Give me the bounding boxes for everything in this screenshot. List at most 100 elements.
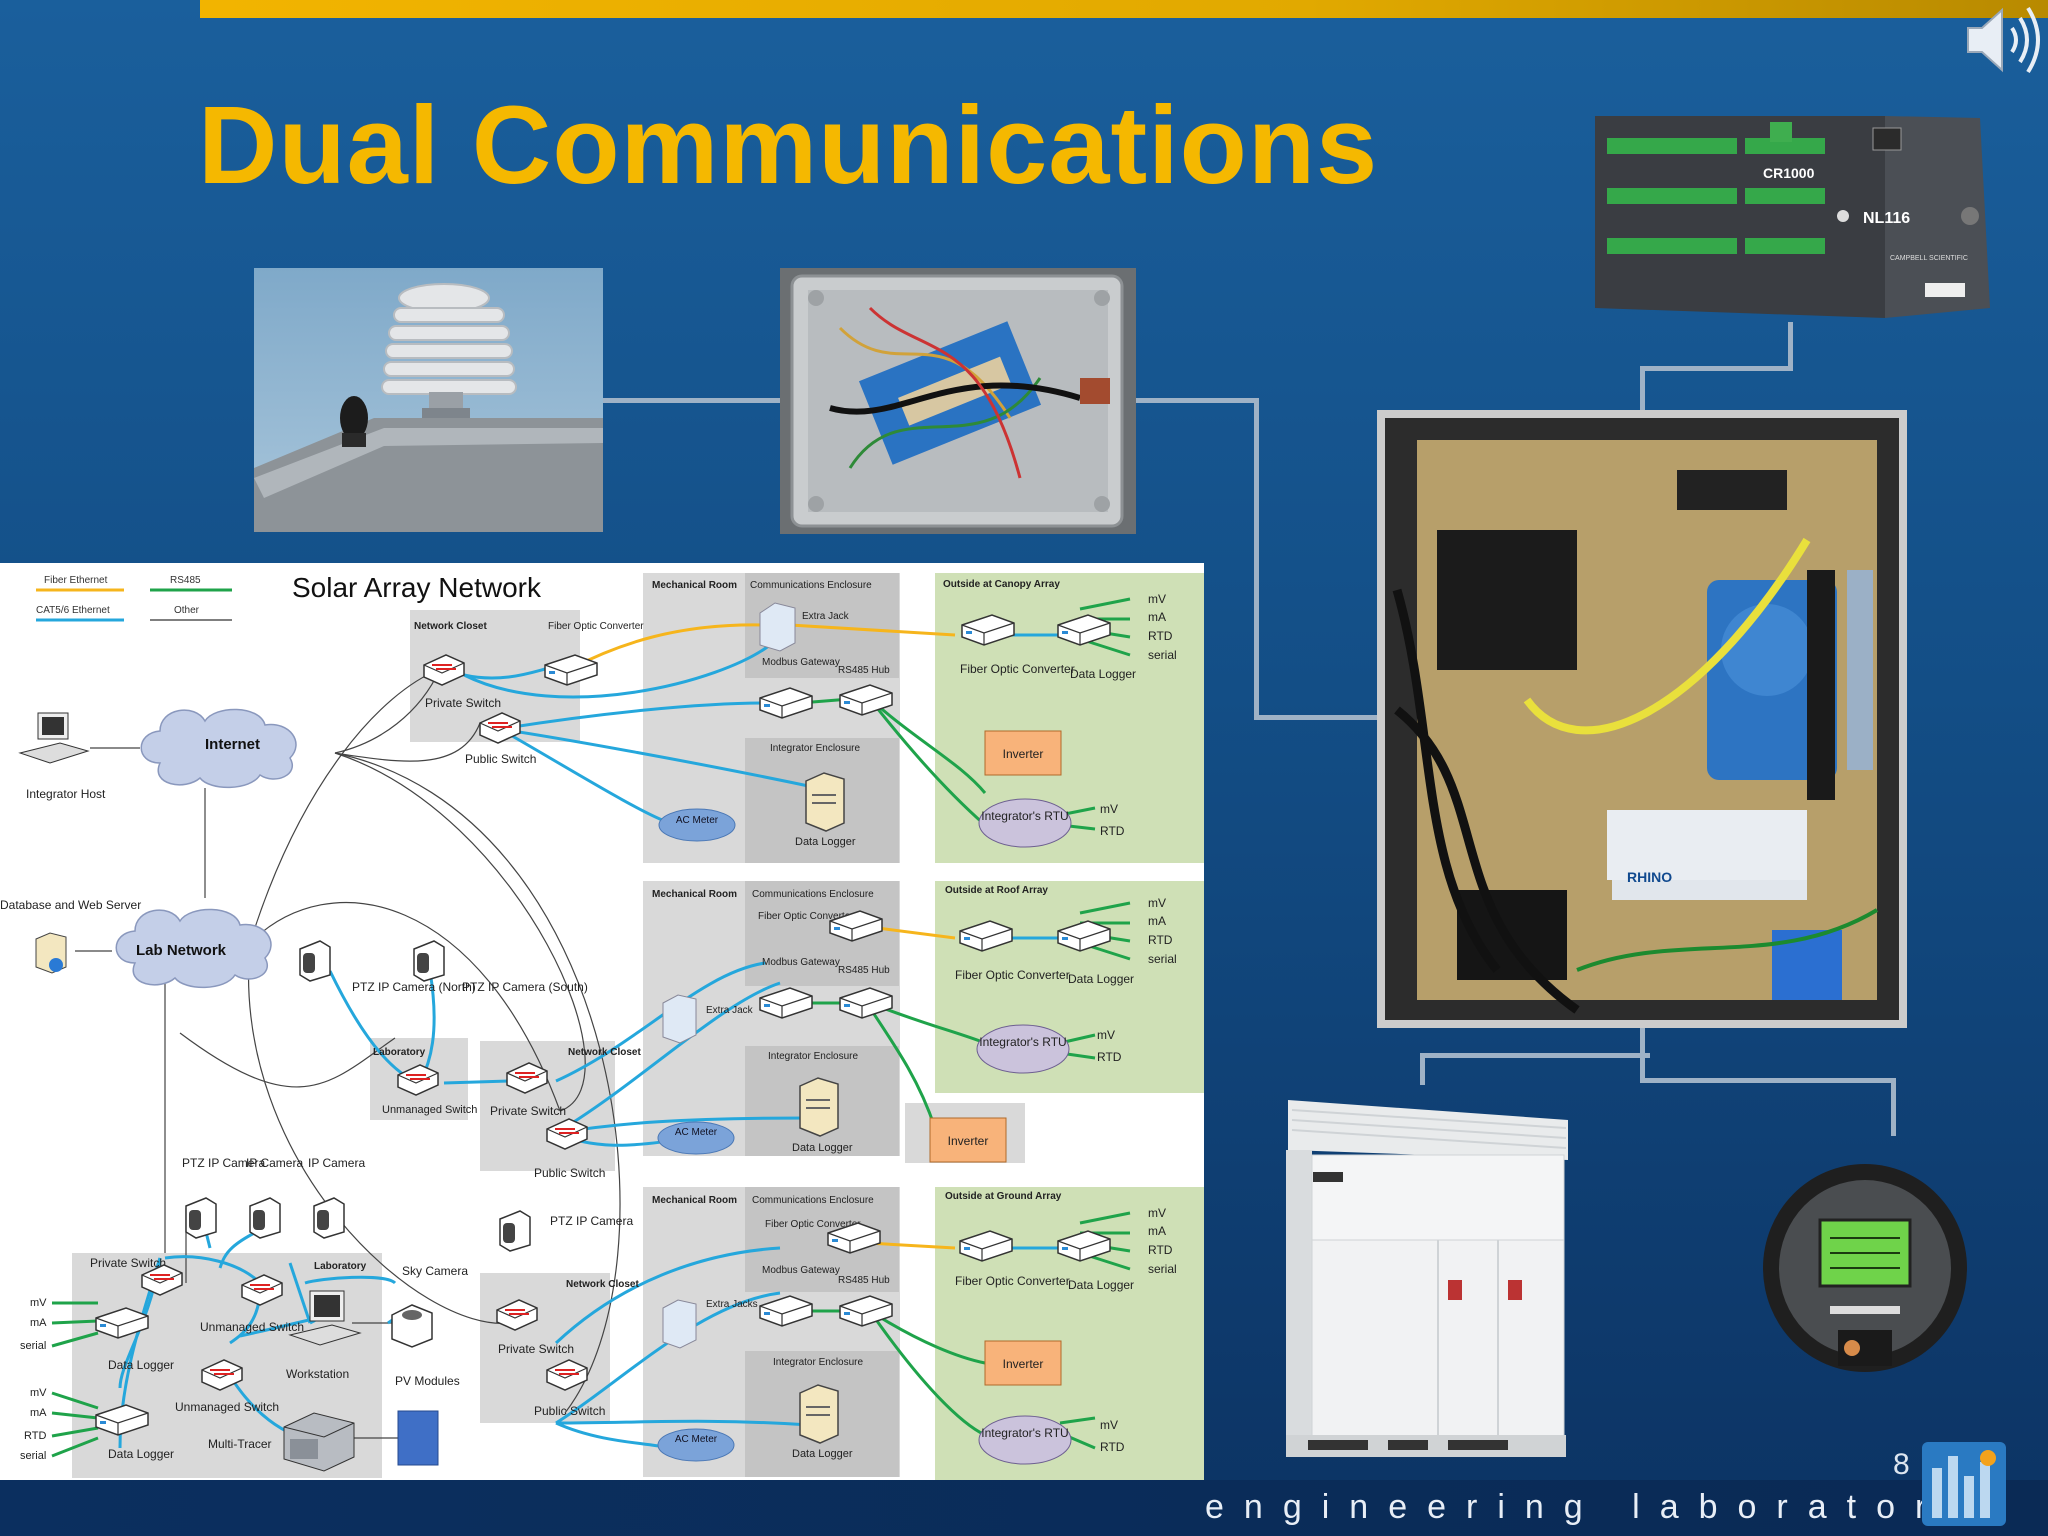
- speaker-icon[interactable]: [1960, 0, 2048, 80]
- ground-signal-serial: serial: [1148, 1262, 1177, 1276]
- ground-comm-enclosure-label: Communications Enclosure: [752, 1195, 874, 1206]
- sky-camera-icon: [391, 1304, 433, 1348]
- canopy-data-logger-label: Data Logger: [795, 836, 856, 848]
- canopy-signal-mv: mV: [1148, 592, 1166, 606]
- roof-integrator-enclosure-label: Integrator Enclosure: [768, 1051, 858, 1062]
- roof-ptz-north-label: PTZ IP Camera (North): [352, 980, 476, 994]
- canopy-rtu-label: Integrator's RTU: [981, 809, 1068, 823]
- canopy-private-switch-label: Private Switch: [425, 696, 501, 710]
- ground-network-closet-label: Network Closet: [566, 1279, 639, 1290]
- canopy-fiber-converter-out-label: Fiber Optic Converter: [960, 662, 1075, 676]
- slide-title: Dual Communications: [198, 84, 1379, 207]
- ground-rtu-rtd: RTD: [1100, 1440, 1125, 1454]
- multi-tracer-icon: [283, 1412, 355, 1472]
- roof-signal-rtd: RTD: [1148, 933, 1173, 947]
- legend-cat5: CAT5/6 Ethernet: [36, 605, 110, 616]
- canopy-inverter-label: Inverter: [1003, 747, 1044, 761]
- roof-modbus-label: Modbus Gateway: [762, 957, 840, 968]
- roof-fiber-converter-label: Fiber Optic Converter: [758, 911, 854, 922]
- ground-network-closet-box: [480, 1273, 610, 1423]
- ground-data-logger-out-label: Data Logger: [1068, 1278, 1134, 1292]
- ground-inverter-box: [984, 1340, 1062, 1386]
- junction-box-photo: [780, 268, 1136, 534]
- roof-fiber-converter-out-label: Fiber Optic Converter: [955, 968, 1070, 982]
- legend-rs485: RS485: [170, 575, 201, 586]
- integrator-host-label: Integrator Host: [26, 787, 106, 801]
- lab-network-label: Lab Network: [136, 942, 227, 959]
- canopy-signal-rtd: RTD: [1148, 629, 1173, 643]
- lab-unmanaged-switch-1-label: Unmanaged Switch: [200, 1320, 304, 1334]
- integrator-host-icon: [18, 712, 90, 764]
- canopy-network-closet-label: Network Closet: [414, 621, 487, 632]
- connector-line: [602, 398, 780, 403]
- canopy-rtu-rtd: RTD: [1100, 824, 1125, 838]
- roof-extra-jack-label: Extra Jack: [706, 1005, 754, 1016]
- lab-signal-1-serial: serial: [20, 1340, 46, 1352]
- legend-fiber: Fiber Ethernet: [44, 575, 108, 586]
- canopy-fiber-converter-label: Fiber Optic Converter: [548, 621, 644, 632]
- pv-modules-icon: [397, 1410, 439, 1466]
- nl116-label: NL116: [1863, 210, 1910, 227]
- datalogger-module-photo: CR1000 NL116 CAMPBELL SCIENTIFIC: [1585, 108, 1995, 323]
- ground-outside-label: Outside at Ground Array: [945, 1191, 1062, 1202]
- internet-label: Internet: [205, 736, 260, 753]
- canopy-extra-jack-label: Extra Jack: [802, 611, 850, 622]
- footer-bar: [0, 1480, 2048, 1536]
- lab-pv-modules-label: PV Modules: [395, 1374, 460, 1388]
- ground-signal-rtd: RTD: [1148, 1243, 1173, 1257]
- db-server-icon: [35, 932, 67, 974]
- roof-public-switch-label: Public Switch: [534, 1166, 605, 1180]
- ground-public-switch-label: Public Switch: [534, 1404, 605, 1418]
- ground-private-switch-label: Private Switch: [498, 1342, 574, 1356]
- roof-comm-enclosure-label: Communications Enclosure: [752, 889, 874, 900]
- lab-signal-2-serial: serial: [20, 1450, 46, 1462]
- canopy-mech-room-label: Mechanical Room: [652, 580, 737, 591]
- roof-ac-meter-label: AC Meter: [675, 1127, 718, 1138]
- roof-ptz-south-label: PTZ IP Camera (South): [462, 980, 588, 994]
- roof-rtu-mv: mV: [1097, 1028, 1115, 1042]
- ground-ac-meter-label: AC Meter: [675, 1434, 718, 1445]
- roof-inverter-label: Inverter: [948, 1134, 989, 1148]
- lab-workstation-label: Workstation: [286, 1367, 349, 1381]
- roof-unmanaged-switch-label: Unmanaged Switch: [382, 1104, 477, 1116]
- connector-line: [1640, 366, 1793, 371]
- db-server-label: Database and Web Server: [0, 898, 141, 912]
- lab-data-logger-1-label: Data Logger: [108, 1358, 174, 1372]
- lab-signal-2-mv: mV: [30, 1387, 47, 1399]
- ground-rtu-label: Integrator's RTU: [981, 1426, 1068, 1440]
- workstation-icon: [288, 1290, 362, 1346]
- diagram-title: Solar Array Network: [292, 572, 542, 603]
- solar-array-network-diagram: Fiber Ethernet RS485 CAT5/6 Ethernet Oth…: [0, 563, 1204, 1480]
- connector-line: [1135, 398, 1257, 403]
- footer-text: engineering laboratory: [1205, 1488, 1984, 1526]
- ground-modbus-label: Modbus Gateway: [762, 1265, 840, 1276]
- roof-outside-box: [935, 881, 1204, 1093]
- connector-line: [1254, 398, 1259, 718]
- lab-ptz-camera-label: PTZ IP Camera: [182, 1156, 265, 1170]
- roof-rtu-label: Integrator's RTU: [979, 1035, 1066, 1049]
- connector-line: [1420, 1053, 1425, 1085]
- roof-mech-room-label: Mechanical Room: [652, 889, 737, 900]
- ground-fiber-converter-label: Fiber Optic Converter: [765, 1219, 861, 1230]
- lab-laboratory-label: Laboratory: [314, 1261, 367, 1272]
- page-number: 8: [1893, 1448, 1910, 1481]
- ground-signal-ma: mA: [1148, 1224, 1166, 1238]
- roof-network-closet-label: Network Closet: [568, 1047, 641, 1058]
- roof-laboratory-label: Laboratory: [373, 1047, 426, 1058]
- legend-other: Other: [174, 605, 200, 616]
- canopy-signal-serial: serial: [1148, 648, 1177, 662]
- canopy-comm-enclosure-label: Communications Enclosure: [750, 580, 872, 591]
- lab-unmanaged-switch-2-label: Unmanaged Switch: [175, 1400, 279, 1414]
- inverter-cabinet-photo: [1268, 1100, 1580, 1460]
- roof-data-logger-out-label: Data Logger: [1068, 972, 1134, 986]
- top-accent-bar: [200, 0, 2048, 18]
- canopy-modbus-label: Modbus Gateway: [762, 657, 840, 668]
- canopy-integrator-enclosure-label: Integrator Enclosure: [770, 743, 860, 754]
- ground-signal-mv: mV: [1148, 1206, 1166, 1220]
- lab-signal-1-mv: mV: [30, 1297, 47, 1309]
- lab-private-switch-label: Private Switch: [90, 1256, 166, 1270]
- cr1000-label: CR1000: [1763, 165, 1815, 181]
- ground-integrator-enclosure-label: Integrator Enclosure: [773, 1357, 863, 1368]
- enclosure-photo: RHINO: [1377, 410, 1907, 1028]
- canopy-ac-meter-label: AC Meter: [676, 815, 719, 826]
